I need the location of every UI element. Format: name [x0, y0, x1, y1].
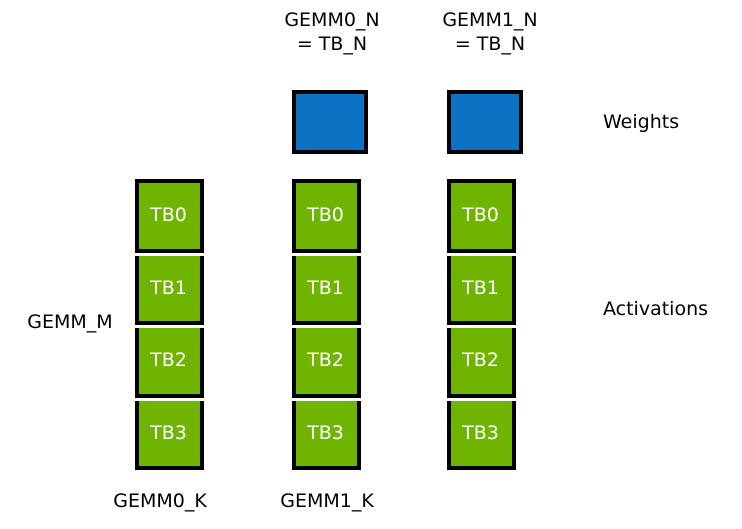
activations-legend-label: Activations — [603, 298, 709, 320]
tb-cell: TB0 — [447, 179, 516, 253]
tb-cell: TB3 — [292, 400, 361, 470]
gemm0-k-label: GEMM0_K — [113, 490, 207, 512]
activation-column-gemm-m: TB0 TB1 TB2 TB3 — [135, 179, 204, 470]
tb-cell-label: TB1 — [307, 276, 344, 299]
gemm0-n-label: GEMM0_N = TB_N — [284, 9, 380, 55]
weights-legend-label: Weights — [603, 111, 680, 133]
tb-cell: TB1 — [135, 255, 204, 325]
tb-cell-label: TB2 — [150, 349, 187, 372]
tb-cell: TB2 — [292, 328, 361, 398]
tb-cell-label: TB0 — [462, 204, 499, 227]
tb-cell-label: TB1 — [150, 276, 187, 299]
tb-cell: TB1 — [292, 255, 361, 325]
tb-cell: TB2 — [447, 328, 516, 398]
tb-cell: TB0 — [292, 179, 361, 253]
activation-column-gemm1: TB0 TB1 TB2 TB3 — [447, 179, 516, 470]
activation-column-gemm0: TB0 TB1 TB2 TB3 — [292, 179, 361, 470]
tb-cell-label: TB2 — [462, 349, 499, 372]
tb-cell-label: TB3 — [462, 421, 499, 444]
tb-cell: TB3 — [447, 400, 516, 470]
tb-cell-label: TB3 — [307, 421, 344, 444]
tb-cell: TB1 — [447, 255, 516, 325]
gemm1-k-label: GEMM1_K — [280, 490, 374, 512]
weight-tile-gemm0 — [292, 90, 368, 154]
tb-cell-label: TB0 — [150, 204, 187, 227]
tb-cell-label: TB2 — [307, 349, 344, 372]
tb-cell-label: TB0 — [307, 204, 344, 227]
weight-tile-gemm1 — [447, 90, 523, 154]
gemm-m-label: GEMM_M — [27, 311, 113, 333]
tb-cell: TB0 — [135, 179, 204, 253]
tb-cell: TB2 — [135, 328, 204, 398]
gemm1-n-label: GEMM1_N = TB_N — [442, 9, 538, 55]
tb-cell-label: TB1 — [462, 276, 499, 299]
tb-cell-label: TB3 — [150, 421, 187, 444]
tb-cell: TB3 — [135, 400, 204, 470]
